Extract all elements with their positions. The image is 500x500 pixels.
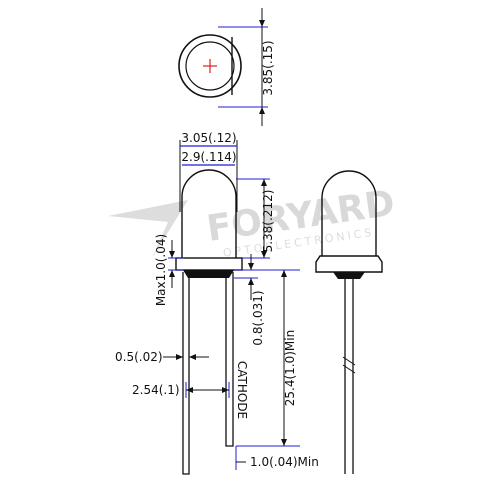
- watermark: FORYARD OPTOELECTRONICS: [108, 183, 397, 260]
- dim-lead-pitch: 2.54(.1): [132, 383, 180, 397]
- side-view-flange: [315, 255, 383, 273]
- cathode-label: CATHODE: [235, 361, 249, 419]
- dim-body-height: 5.38(.212): [261, 190, 275, 253]
- dim-lead-length: 25.4(1.0)Min: [283, 330, 297, 406]
- side-view-base: [333, 272, 365, 279]
- lead-right: [225, 272, 234, 447]
- top-view-outer-circle: [178, 34, 242, 98]
- top-view: 3.85(.15): [178, 8, 275, 126]
- led-flange: [175, 257, 243, 271]
- dim-flange-max: Max1.0(.04): [154, 234, 168, 306]
- watermark-logo-swoosh: [108, 200, 188, 258]
- dim-body-diameter: 2.9(.114): [181, 150, 236, 164]
- dim-lead-width: 0.5(.02): [115, 350, 163, 364]
- side-view: [315, 170, 383, 474]
- side-view-body: [321, 170, 377, 256]
- side-view-lead-break: [342, 356, 356, 374]
- lead-left: [182, 272, 190, 475]
- led-body: [181, 169, 237, 258]
- dim-lens-height: 3.85(.15): [261, 40, 275, 95]
- dim-lead-bend: 1.0(.04)Min: [250, 455, 319, 469]
- top-view-inner-circle: [185, 41, 235, 91]
- dim-lead-thickness: 0.8(.031): [251, 290, 265, 345]
- led-base: [183, 270, 234, 278]
- front-view: 3.05(.12) 2.9(.114) 5.38(.212) Max1.0(.0…: [115, 131, 319, 475]
- dim-flange-diameter: 3.05(.12): [181, 131, 236, 145]
- side-view-lead: [344, 279, 354, 474]
